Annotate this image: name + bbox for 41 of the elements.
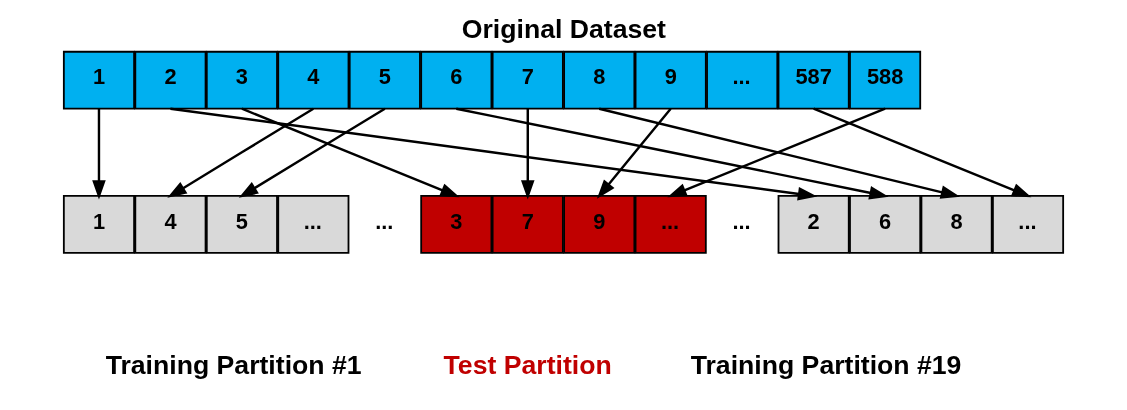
arrow [598, 107, 961, 199]
node-box: 6 [849, 195, 922, 254]
arrow [813, 107, 1032, 198]
arrow [596, 107, 672, 199]
node-box: 1 [62, 195, 135, 254]
node-box: ... [634, 195, 707, 254]
label: Training Partition #19 [690, 350, 962, 381]
node-box: 8 [563, 50, 636, 110]
node-box: ... [706, 50, 779, 110]
node-box: 7 [491, 50, 564, 110]
node-box: 6 [420, 50, 493, 110]
node-box: 4 [134, 195, 207, 254]
arrow [520, 108, 535, 200]
arrow [667, 107, 886, 198]
arrow [92, 108, 106, 200]
arrow [241, 107, 460, 198]
node-box: 3 [205, 50, 278, 110]
node-box: 9 [634, 50, 707, 110]
arrow [170, 107, 818, 201]
node-box: 5 [205, 195, 278, 254]
node-box: ... [277, 195, 350, 254]
node-box: 2 [134, 50, 207, 110]
node-box: 1 [62, 50, 135, 110]
node-box: 587 [777, 50, 850, 110]
node-box: ... [992, 195, 1065, 254]
label: ... [375, 208, 394, 234]
node-box: 9 [563, 195, 636, 254]
node-box: 7 [491, 195, 564, 254]
label: ... [732, 208, 751, 234]
arrow [167, 107, 314, 198]
node-box: 5 [348, 50, 421, 110]
node-box: 8 [920, 195, 993, 254]
arrow [456, 107, 889, 200]
label: Training Partition #1 [105, 350, 362, 381]
node-box: 3 [420, 195, 493, 254]
diagram-title: Original Dataset [461, 13, 666, 44]
node-box: 2 [777, 195, 850, 254]
arrow [238, 107, 386, 198]
label: Test Partition [443, 350, 612, 381]
node-box: 4 [277, 50, 350, 110]
node-box: 588 [849, 50, 922, 110]
